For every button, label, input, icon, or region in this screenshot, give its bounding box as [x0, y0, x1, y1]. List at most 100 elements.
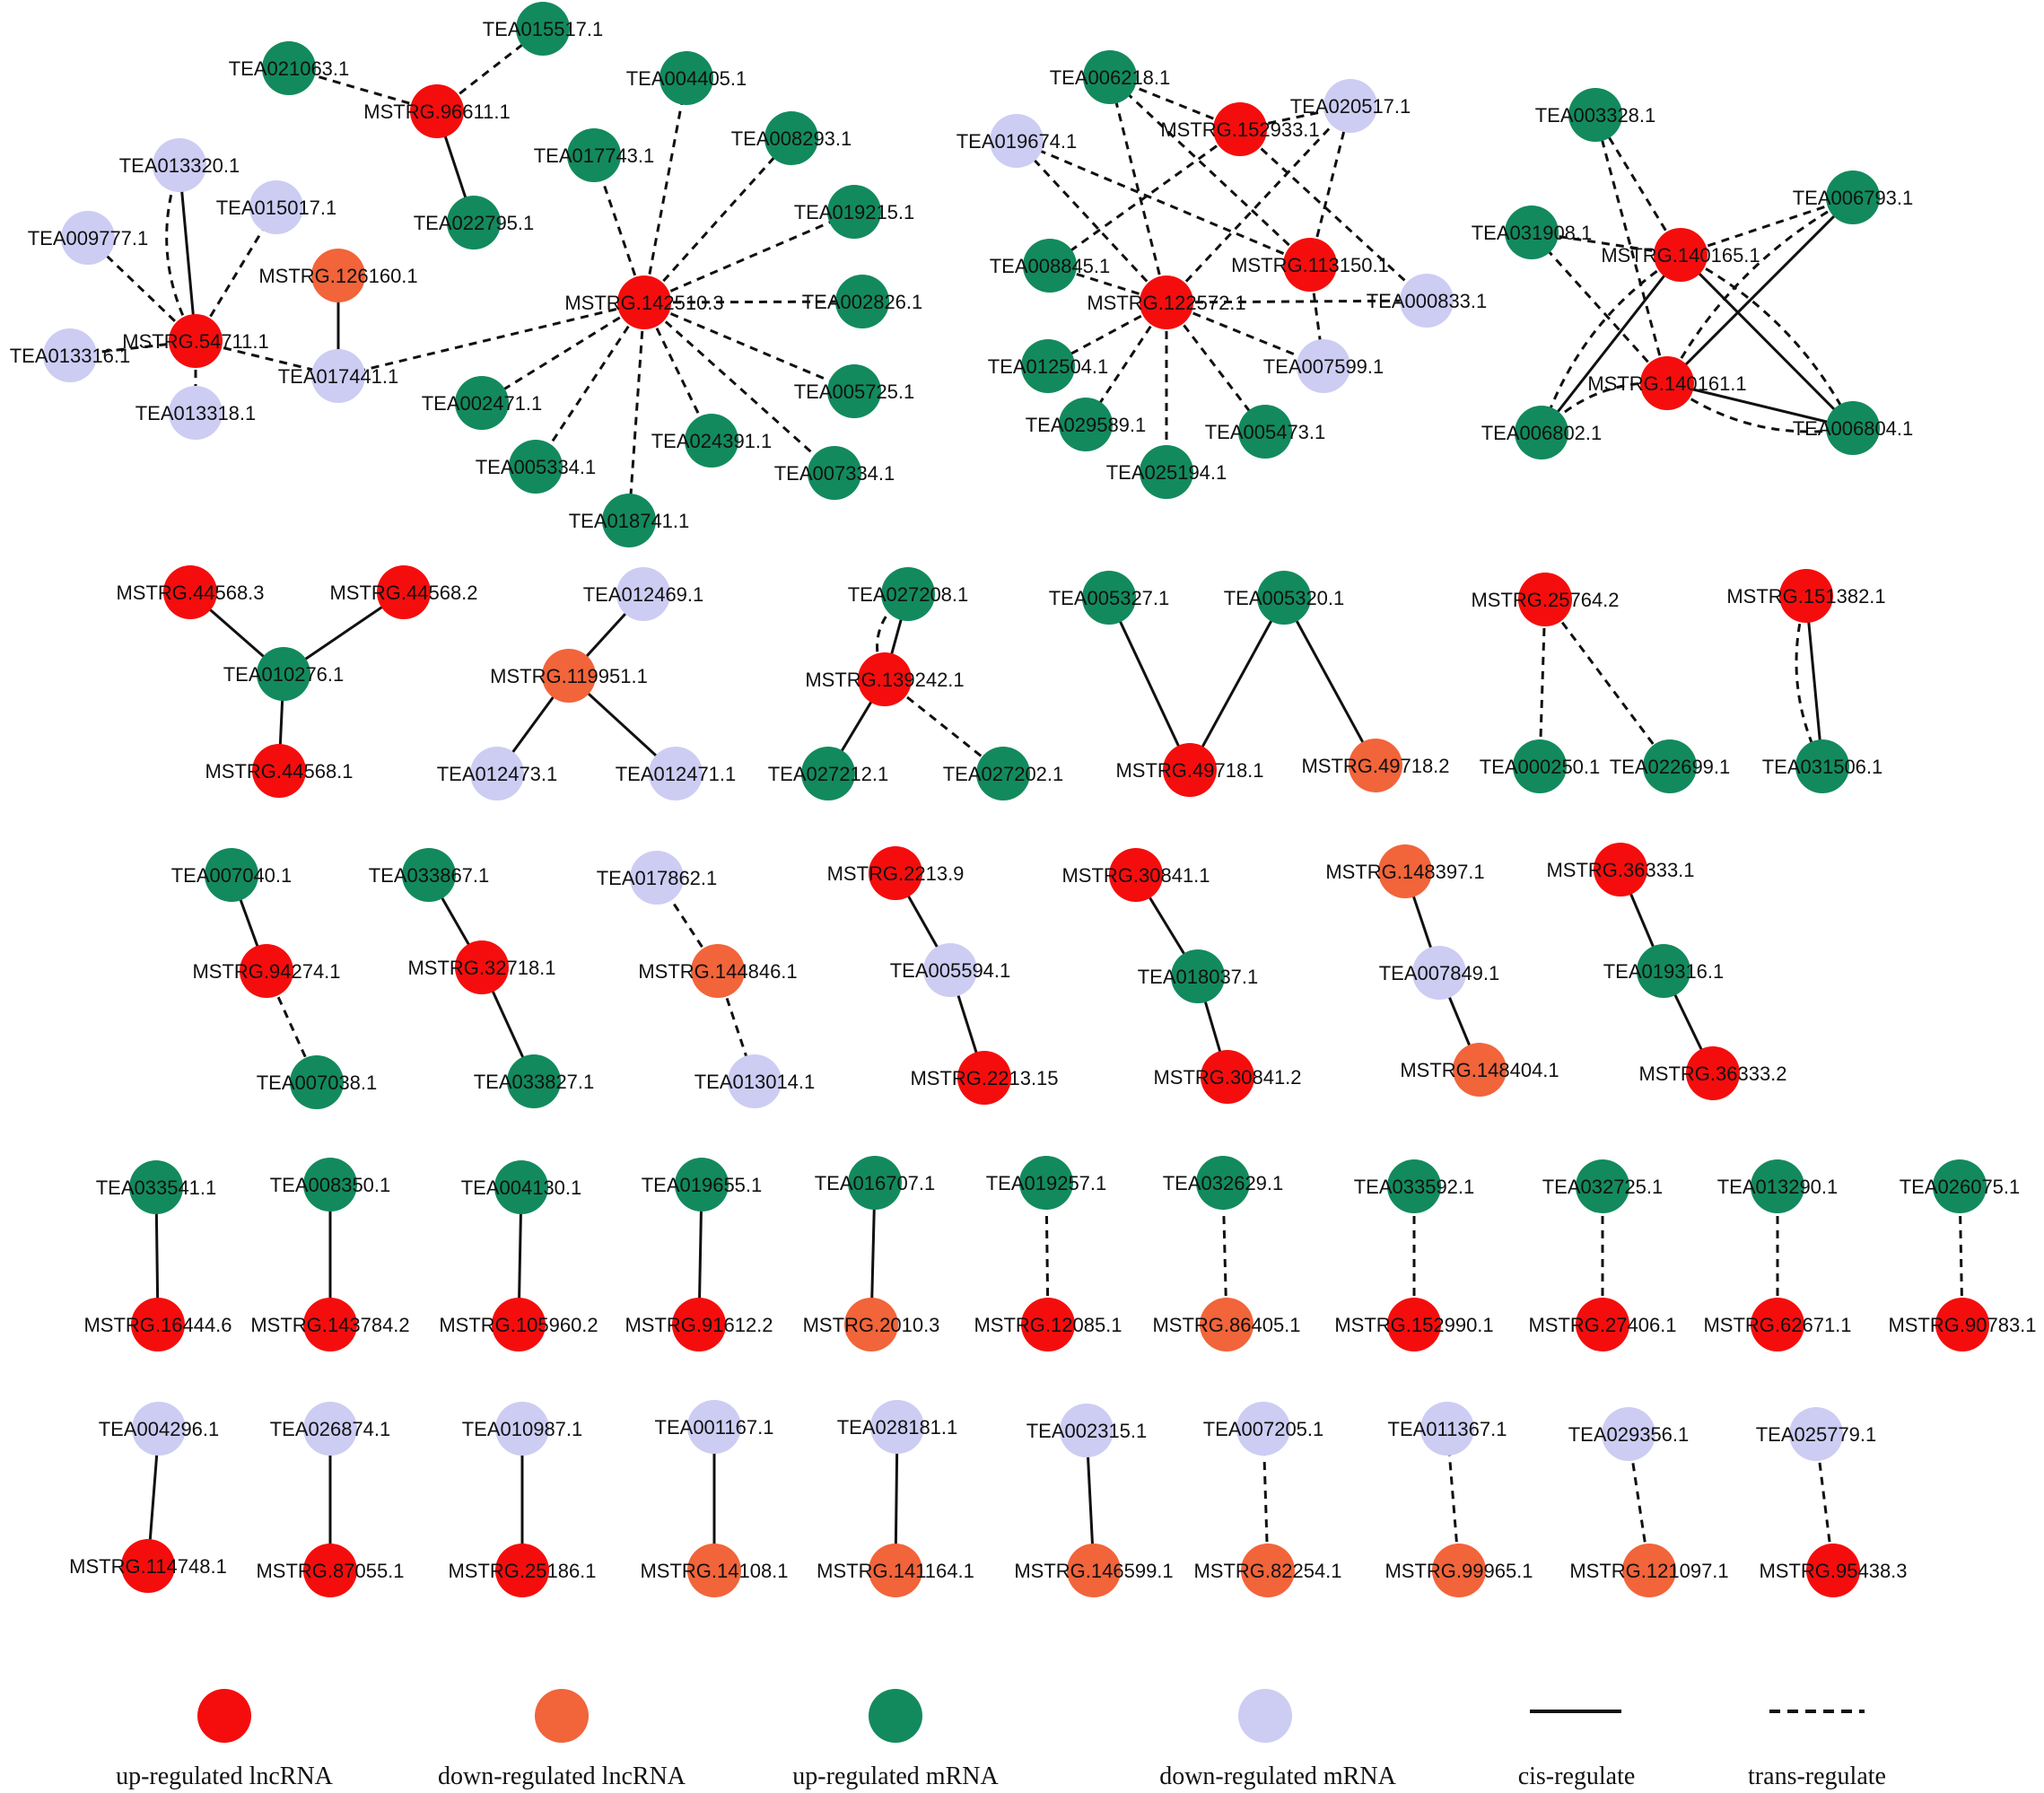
node-label-tea016707-1: TEA016707.1: [815, 1172, 936, 1194]
node-label-mstrg-87055-1: MSTRG.87055.1: [256, 1560, 404, 1582]
node-label-tea007334-1: TEA007334.1: [774, 462, 895, 485]
node-label-tea029356-1: TEA029356.1: [1568, 1423, 1690, 1446]
node-label-tea007599-1: TEA007599.1: [1263, 355, 1385, 378]
trans-edge-mstrg-142510-3-to-tea024391-1: [642, 302, 713, 442]
node-label-tea013316-1: TEA013316.1: [10, 345, 131, 367]
node-mstrg-122572-1: [1140, 276, 1193, 329]
node-label-tea025779-1: TEA025779.1: [1756, 1423, 1877, 1446]
legend-up-mrna-swatch: [869, 1689, 922, 1743]
legend-up-lncrna-label: up-regulated lncRNA: [116, 1762, 334, 1790]
node-tea020517-1: [1323, 79, 1377, 133]
trans-edge-mstrg-113150-1-to-tea020517-1: [1308, 105, 1352, 266]
node-mstrg-119951-1: [542, 649, 596, 703]
trans-edge-mstrg-142510-3-to-tea008293-1: [642, 136, 793, 304]
node-label-mstrg-86405-1: MSTRG.86405.1: [1152, 1314, 1300, 1336]
node-mstrg-148397-1: [1378, 844, 1432, 898]
node-label-tea012471-1: TEA012471.1: [616, 763, 737, 785]
node-mstrg-113150-1: [1283, 238, 1337, 292]
node-mstrg-82254-1: [1241, 1544, 1295, 1597]
trans-edge-mstrg-122572-1-to-tea005473-1: [1165, 302, 1267, 433]
node-label-tea017441-1: TEA017441.1: [278, 365, 399, 388]
cis-edge-mstrg-49718-2-to-tea005320-1: [1282, 597, 1377, 766]
node-label-tea033827-1: TEA033827.1: [474, 1071, 595, 1093]
node-label-mstrg-49718-2: MSTRG.49718.2: [1301, 755, 1449, 777]
node-tea008293-1: [764, 111, 818, 165]
node-tea033592-1: [1387, 1159, 1441, 1213]
node-mstrg-49718-2: [1349, 739, 1402, 792]
node-label-mstrg-2213-15: MSTRG.2213.15: [910, 1067, 1058, 1089]
trans-edge-mstrg-140165-1-to-tea031908-1: [1531, 231, 1681, 257]
node-mstrg-99965-1: [1432, 1544, 1486, 1597]
node-mstrg-126160-1: [311, 249, 365, 302]
node-label-tea008350-1: TEA008350.1: [270, 1174, 391, 1196]
node-tea025194-1: [1140, 445, 1193, 499]
node-label-mstrg-36333-1: MSTRG.36333.1: [1546, 859, 1694, 881]
node-label-mstrg-142510-3: MSTRG.142510.3: [564, 292, 723, 314]
node-label-mstrg-2213-9: MSTRG.2213.9: [827, 862, 965, 885]
node-label-tea012469-1: TEA012469.1: [583, 583, 704, 606]
node-label-tea019316-1: TEA019316.1: [1603, 960, 1725, 983]
node-label-mstrg-121097-1: MSTRG.121097.1: [1569, 1560, 1728, 1582]
trans-edge-mstrg-25764-2-to-tea022699-1: [1543, 599, 1672, 767]
node-tea013290-1: [1751, 1159, 1804, 1213]
node-tea007849-1: [1412, 946, 1466, 1000]
trans-edge-mstrg-152933-1-to-tea008845-1: [1049, 127, 1241, 267]
node-label-tea024391-1: TEA024391.1: [651, 430, 773, 452]
legend-down-lncrna-swatch: [535, 1689, 589, 1743]
node-label-tea027202-1: TEA027202.1: [943, 763, 1064, 785]
node-label-mstrg-25186-1: MSTRG.25186.1: [448, 1560, 596, 1582]
node-label-tea006804-1: TEA006804.1: [1793, 417, 1914, 440]
node-mstrg-25186-1: [495, 1544, 549, 1597]
node-tea028181-1: [870, 1400, 924, 1454]
node-label-tea010987-1: TEA010987.1: [462, 1418, 583, 1440]
node-label-mstrg-114748-1: MSTRG.114748.1: [69, 1555, 227, 1578]
node-label-mstrg-146599-1: MSTRG.146599.1: [1014, 1560, 1173, 1582]
node-mstrg-16444-6: [131, 1298, 185, 1351]
node-tea000250-1: [1513, 739, 1567, 793]
node-mstrg-62671-1: [1751, 1298, 1804, 1351]
node-tea022699-1: [1643, 739, 1697, 793]
node-label-mstrg-143784-2: MSTRG.143784.2: [250, 1314, 409, 1336]
node-label-tea025194-1: TEA025194.1: [1106, 461, 1227, 484]
node-tea012504-1: [1021, 339, 1075, 393]
node-mstrg-86405-1: [1200, 1298, 1253, 1351]
node-tea013014-1: [728, 1054, 782, 1108]
node-label-tea007849-1: TEA007849.1: [1379, 962, 1500, 984]
node-tea027212-1: [801, 747, 855, 800]
node-mstrg-146599-1: [1067, 1544, 1121, 1597]
node-tea017862-1: [630, 851, 684, 905]
node-label-tea012504-1: TEA012504.1: [988, 355, 1109, 378]
node-tea013316-1: [43, 328, 97, 382]
node-label-tea008845-1: TEA008845.1: [990, 255, 1111, 277]
node-tea005594-1: [923, 943, 977, 997]
node-mstrg-30841-2: [1201, 1050, 1254, 1104]
node-label-tea000250-1: TEA000250.1: [1480, 756, 1601, 778]
node-label-mstrg-16444-6: MSTRG.16444.6: [83, 1314, 231, 1336]
node-label-tea022699-1: TEA022699.1: [1610, 756, 1731, 778]
node-tea005334-1: [509, 440, 563, 494]
node-tea026075-1: [1933, 1159, 1987, 1213]
cis-edge-mstrg-151382-1-to-tea031506-1: [1804, 595, 1824, 767]
node-label-tea015517-1: TEA015517.1: [483, 18, 604, 40]
node-label-tea033592-1: TEA033592.1: [1354, 1176, 1475, 1198]
node-label-tea006793-1: TEA006793.1: [1793, 187, 1914, 209]
node-label-mstrg-140161-1: MSTRG.140161.1: [1587, 372, 1746, 395]
node-label-mstrg-148397-1: MSTRG.148397.1: [1325, 861, 1484, 883]
node-mstrg-54711-1: [169, 314, 223, 368]
node-tea013318-1: [169, 386, 223, 440]
node-label-tea007040-1: TEA007040.1: [171, 864, 293, 887]
trans-edge-mstrg-140165-1-to-tea006802-1: [1540, 253, 1681, 433]
node-tea002826-1: [835, 275, 889, 328]
trans-edge-mstrg-140165-1-to-tea003328-1: [1594, 114, 1682, 256]
legend-cis-label: cis-regulate: [1518, 1762, 1636, 1790]
node-tea010987-1: [495, 1402, 549, 1456]
node-label-tea004130-1: TEA004130.1: [461, 1176, 582, 1199]
node-label-tea032629-1: TEA032629.1: [1163, 1172, 1284, 1194]
node-label-tea005725-1: TEA005725.1: [794, 380, 915, 403]
node-label-mstrg-139242-1: MSTRG.139242.1: [805, 669, 964, 691]
node-tea018741-1: [602, 494, 656, 547]
node-label-mstrg-140165-1: MSTRG.140165.1: [1601, 244, 1760, 267]
node-tea012471-1: [649, 747, 703, 800]
trans-edge-mstrg-142510-3-to-tea005725-1: [643, 301, 855, 393]
